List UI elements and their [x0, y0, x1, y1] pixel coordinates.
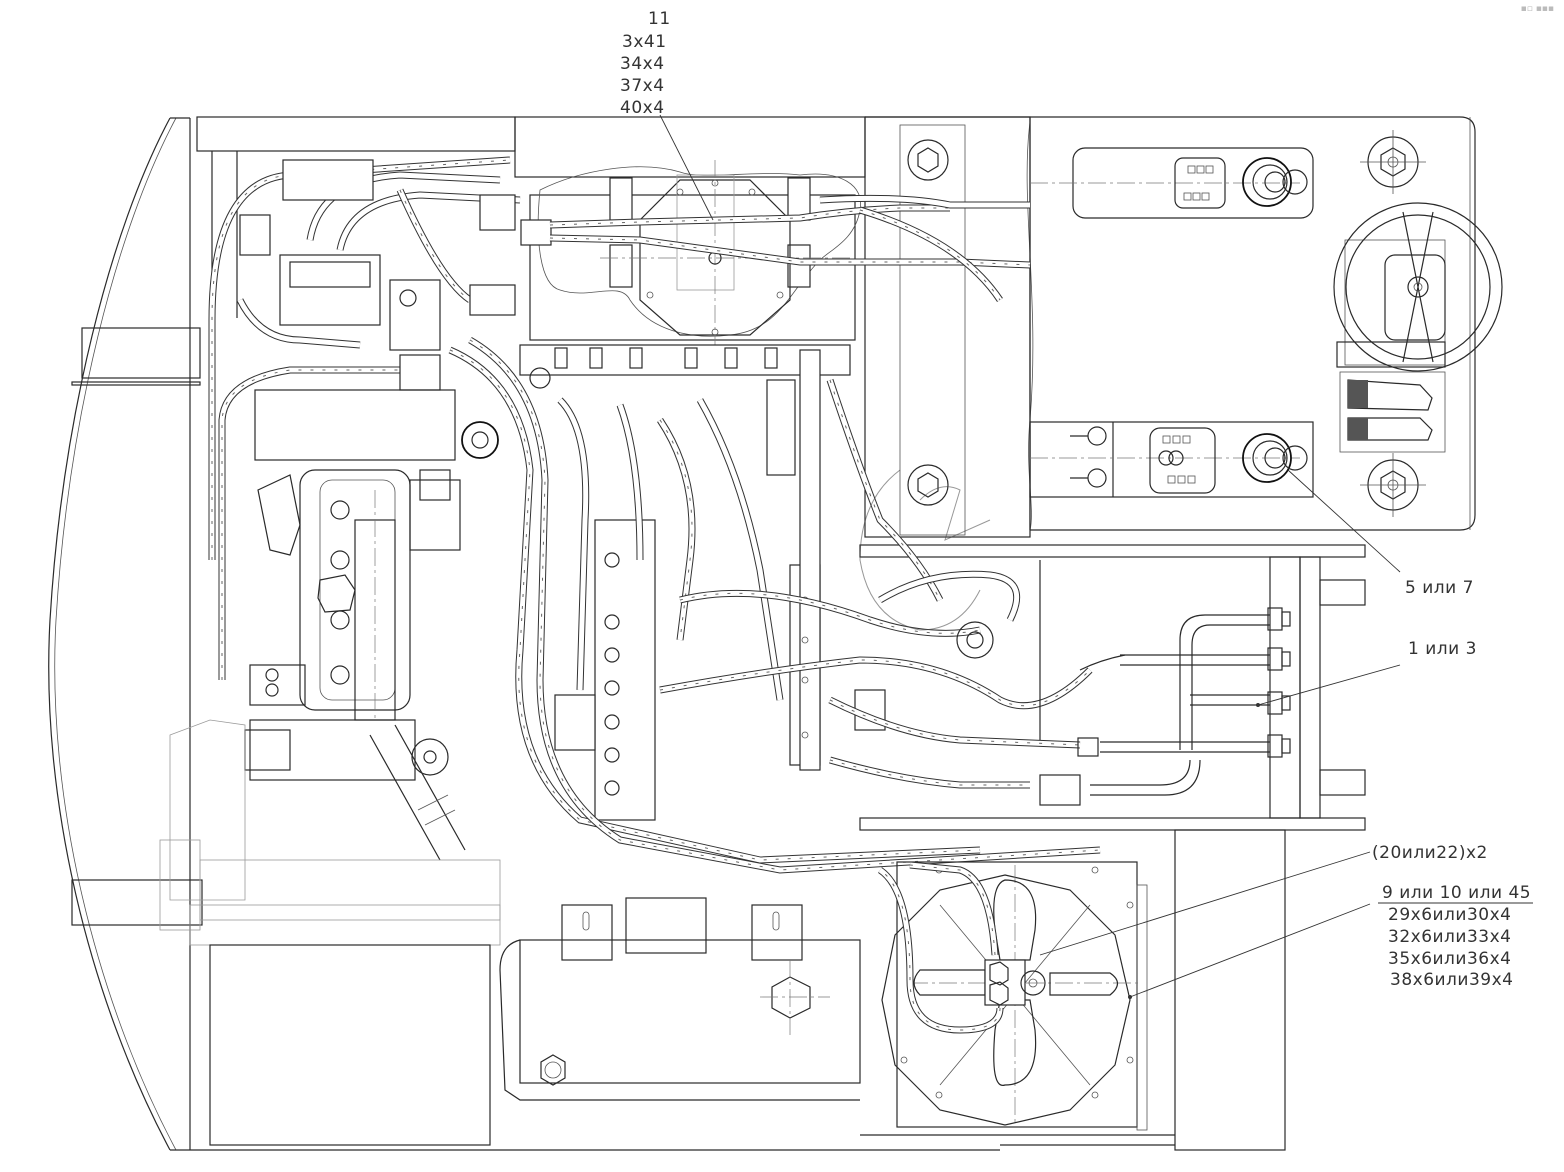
- chassis-outline: [48, 116, 1476, 1151]
- hose-network-upper-left: [208, 156, 521, 680]
- operator-controls: [907, 130, 1503, 517]
- callout-fan-assembly: 9 или 10 или 45 29x6или30x4 32x6или33x4 …: [1382, 883, 1531, 990]
- callout-fittings: 1 или 3: [1408, 639, 1477, 659]
- mount-bolt-upper: [1360, 130, 1426, 194]
- foot-pedals: [1339, 371, 1446, 453]
- radiator-fan: [877, 861, 1148, 1131]
- callout-line: 37x4: [620, 76, 665, 96]
- mount-bolt-left-upper: [907, 139, 949, 181]
- engine-block: [159, 389, 501, 946]
- callout-line: 32x6или33x4: [1388, 927, 1511, 947]
- hose-bundle-center: [448, 336, 1101, 874]
- callout-line: 3x41: [622, 32, 667, 52]
- joystick-left: [1242, 157, 1308, 207]
- leader-lines: [659, 114, 1533, 999]
- mount-bolt-lower: [1360, 453, 1426, 517]
- mount-bolt-left-lower: [907, 464, 949, 506]
- callout-line: 34x4: [620, 54, 665, 74]
- tank-cover: [209, 897, 861, 1146]
- hose-fittings: [1039, 560, 1291, 806]
- callout-line: 29x6или30x4: [1388, 905, 1511, 925]
- callout-fan-bolts: (20или22)x2: [1372, 843, 1488, 863]
- callout-header: 9 или 10 или 45: [1382, 883, 1531, 903]
- hydraulic-pump-mount: [520, 160, 1031, 345]
- fittings-row: [554, 347, 778, 369]
- joystick-right: [1242, 433, 1308, 483]
- callout-joystick: 5 или 7: [1405, 578, 1474, 598]
- callout-line: 35x6или36x4: [1388, 949, 1511, 969]
- callout-line: 11: [648, 9, 671, 29]
- corner-mark: ▪▫ ▪▪▪: [1520, 4, 1554, 14]
- callout-line: 38x6или39x4: [1390, 970, 1513, 990]
- steering-wheel: [1333, 202, 1503, 372]
- callout-top-center: 11 3x41 34x4 37x4 40x4: [620, 9, 671, 118]
- callout-line: 40x4: [620, 98, 665, 118]
